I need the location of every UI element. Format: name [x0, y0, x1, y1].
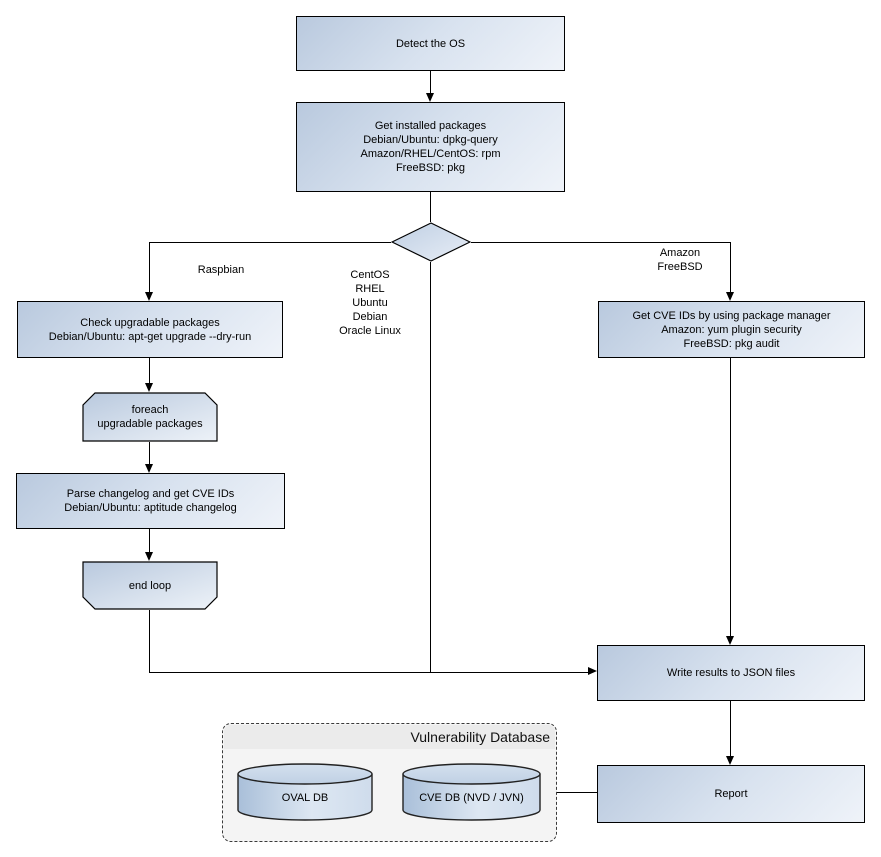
- node-get-cve-ids-pkg-manager: Get CVE IDs by using package manager Ama…: [598, 301, 865, 358]
- edge-label-freebsd: FreeBSD: [657, 261, 703, 273]
- arrowhead-into-get-cve-pkg-manager: [726, 292, 734, 301]
- edge-label-debian: Debian: [352, 311, 388, 323]
- node-report-label: Report: [714, 788, 748, 800]
- edge-getcve-to-write-results: [730, 358, 731, 637]
- arrowhead-into-write-results-top: [726, 636, 734, 645]
- edge-check-to-foreach: [149, 358, 150, 383]
- node-detect-os-label: Detect the OS: [395, 37, 466, 50]
- edge-decision-left-horizontal: [149, 242, 391, 243]
- edge-label-centos: CentOS: [350, 269, 390, 281]
- edge-detect-to-packages: [430, 71, 431, 94]
- decision-diamond-shape: [391, 222, 471, 262]
- database-cylinder-cve-db: CVE DB (NVD / JVN): [402, 763, 541, 821]
- node-end-loop-line1: end loop: [128, 579, 172, 592]
- node-foreach-line2: upgradable packages: [97, 418, 203, 430]
- node-parse-changelog-line1: Parse changelog and get CVE IDs: [66, 488, 235, 500]
- oval-db-label: OVAL DB: [281, 792, 329, 804]
- edge-label-rhel: RHEL: [355, 283, 385, 295]
- node-foreach-line1: foreach: [131, 404, 169, 416]
- node-write-results-json: Write results to JSON files: [597, 645, 865, 701]
- edge-foreach-to-parse: [149, 442, 150, 464]
- edge-label-oracle-linux: Oracle Linux: [339, 325, 401, 337]
- edge-database-to-report: [557, 792, 597, 793]
- node-end-loop: end loop: [82, 561, 218, 610]
- arrowhead-into-parse: [145, 464, 153, 473]
- node-parse-changelog: Parse changelog and get CVE IDs Debian/U…: [16, 473, 285, 529]
- arrowhead-into-report: [726, 756, 734, 765]
- node-report: Report: [597, 765, 865, 823]
- node-parse-changelog-line2: Debian/Ubuntu: aptitude changelog: [64, 502, 237, 514]
- vulnerability-database-title: Vulnerability Database: [224, 725, 555, 749]
- edge-packages-to-decision: [430, 192, 431, 222]
- edge-write-results-to-report: [730, 701, 731, 757]
- edge-label-raspbian-text: Raspbian: [197, 264, 245, 276]
- edge-label-raspbian: Raspbian: [186, 263, 256, 277]
- edge-label-ubuntu: Ubuntu: [352, 297, 388, 309]
- node-get-installed-line1: Get installed packages: [374, 120, 487, 132]
- edge-decision-right-vertical: [730, 242, 731, 292]
- node-foreach-labels: foreach upgradable packages: [82, 392, 218, 442]
- arrowhead-into-packages: [426, 93, 434, 102]
- node-get-installed-line4: FreeBSD: pkg: [395, 162, 466, 174]
- node-get-cve-line3: FreeBSD: pkg audit: [683, 337, 780, 350]
- end-loop-shape: [82, 561, 218, 610]
- node-check-upgradable-line1: Check upgradable packages: [80, 316, 220, 329]
- foreach-loop-shape: [82, 392, 218, 442]
- arrowhead-into-write-results-left: [588, 667, 597, 675]
- arrowhead-into-check-upgradable: [145, 292, 153, 301]
- node-foreach-loop: foreach upgradable packages: [82, 392, 218, 442]
- node-detect-os: Detect the OS: [296, 16, 565, 71]
- edge-label-amazon-freebsd: Amazon FreeBSD: [645, 246, 715, 274]
- node-get-cve-line2: Amazon: yum plugin security: [661, 323, 802, 336]
- edge-label-amazon: Amazon: [659, 247, 701, 259]
- decision-diamond: [391, 222, 471, 262]
- node-get-installed-packages: Get installed packages Debian/Ubuntu: dp…: [296, 102, 565, 192]
- node-get-installed-line3: Amazon/RHEL/CentOS: rpm: [360, 148, 501, 160]
- node-check-upgradable-packages: Check upgradable packages Debian/Ubuntu:…: [17, 301, 283, 358]
- node-end-loop-labels: end loop: [82, 561, 218, 610]
- node-check-upgradable-line2: Debian/Ubuntu: apt-get upgrade --dry-run: [48, 330, 252, 343]
- database-cylinder-oval-db: OVAL DB: [237, 763, 373, 821]
- edge-decision-left-vertical: [149, 242, 150, 292]
- node-get-installed-line2: Debian/Ubuntu: dpkg-query: [363, 134, 498, 146]
- node-write-results-label: Write results to JSON files: [666, 667, 796, 679]
- cve-db-label: CVE DB (NVD / JVN): [419, 792, 524, 804]
- edge-merge-to-write-results: [149, 672, 589, 673]
- arrowhead-into-endloop: [145, 552, 153, 561]
- edge-parse-to-endloop: [149, 529, 150, 553]
- edge-endloop-down: [149, 610, 150, 673]
- oval-db-cylinder-shape: [237, 763, 373, 821]
- cve-db-cylinder-shape: [402, 763, 541, 821]
- edge-decision-right-horizontal: [471, 242, 731, 243]
- edge-decision-center-vertical: [430, 262, 431, 673]
- node-get-cve-line1: Get CVE IDs by using package manager: [632, 309, 831, 322]
- edge-label-center-os-list: CentOS RHEL Ubuntu Debian Oracle Linux: [320, 268, 420, 338]
- arrowhead-into-foreach: [145, 383, 153, 392]
